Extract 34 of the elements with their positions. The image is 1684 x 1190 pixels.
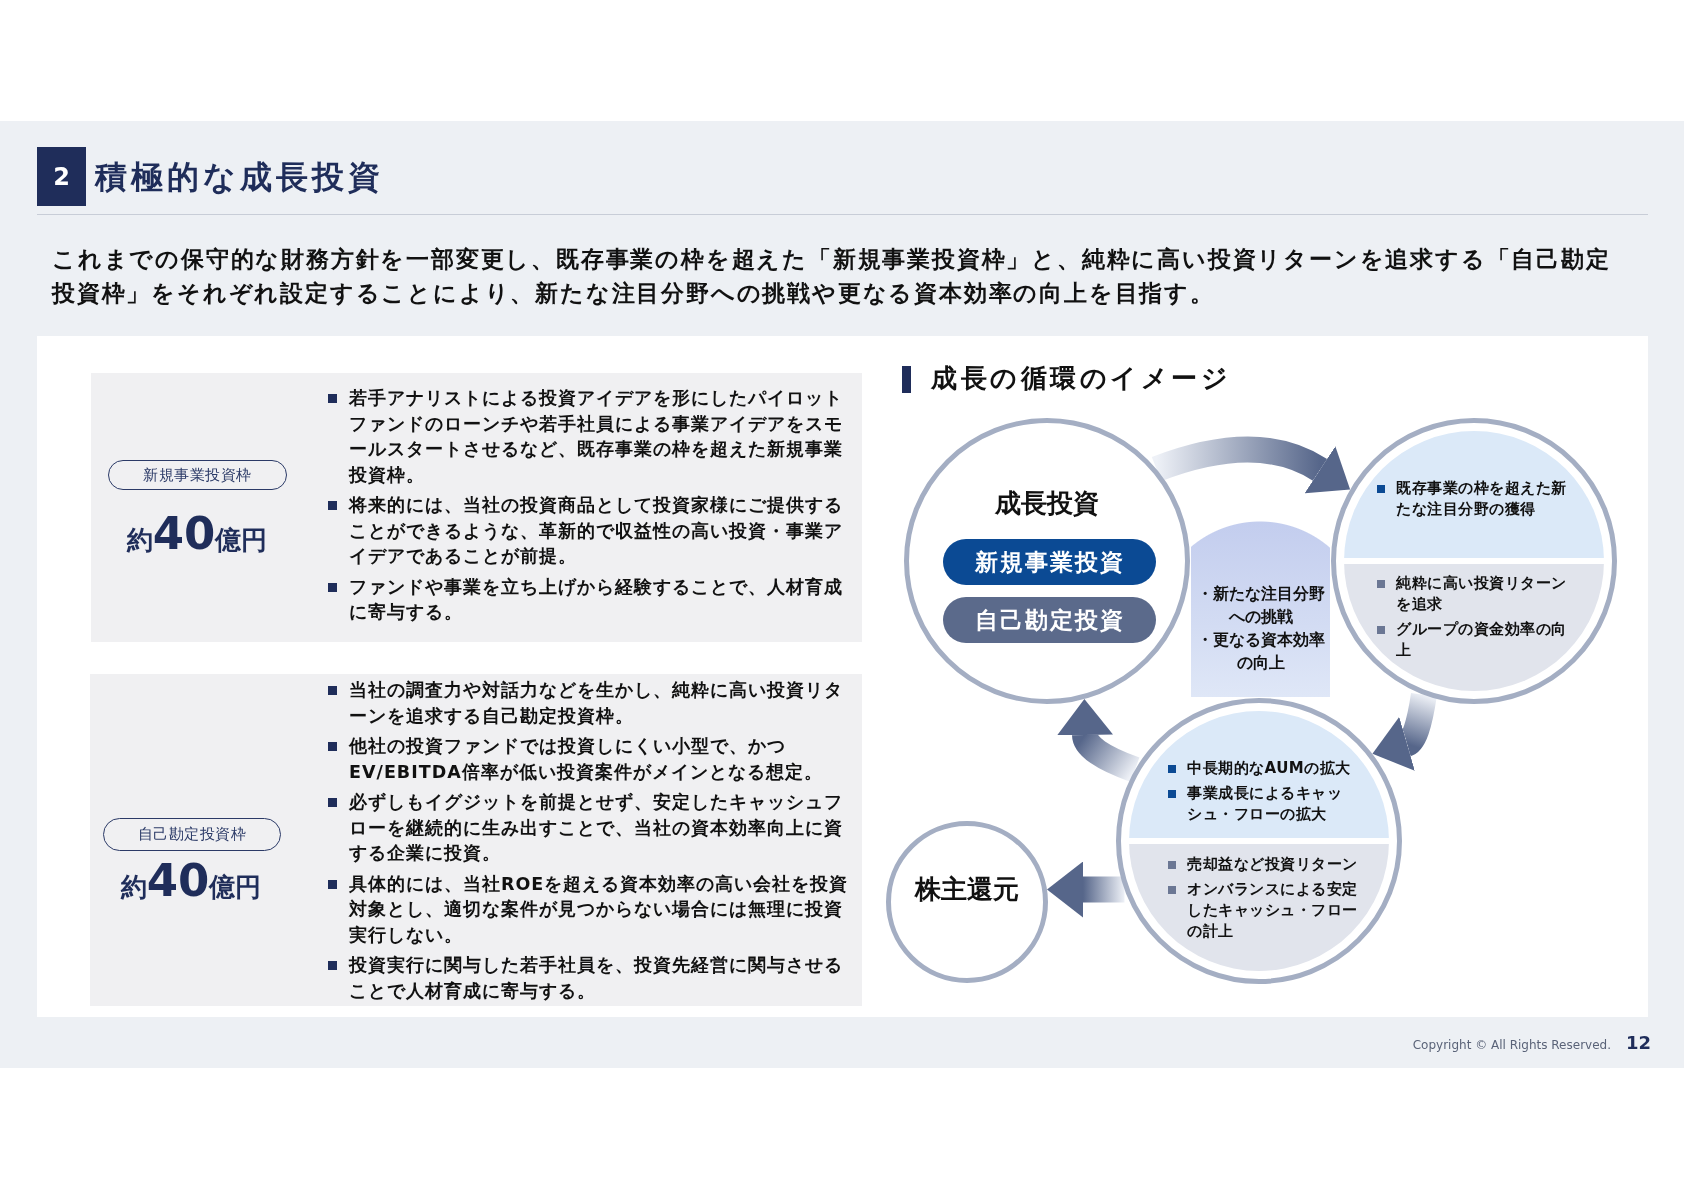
curved-arrow <box>1152 436 1352 494</box>
center-note: ・更なる資本効率の向上 <box>1195 630 1326 674</box>
investment-tag: 自己勘定投資 <box>943 597 1156 643</box>
center-note: ・新たな注目分野への挑戦 <box>1195 584 1326 628</box>
intro-paragraph: これまでの保守的な財務方針を一部変更し、既存事業の枠を超えた「新規事業投資枠」と、純粋に高い投資リターンを追求する「自己勘定投資枠」をそれぞれ設定することにより、新たな注目分野への挑戦や更なる資本効率の向上を目指す。 <box>52 245 1612 308</box>
bullet-text: 将来的には、当社の投資商品として投資家様にご提供することができるような、革新的で収益性の高い投資・事業アイデアであることが前提。 <box>349 494 844 568</box>
bullet-text: オンバランスによる安定したキャッシュ・フローの計上 <box>1187 879 1359 942</box>
bullet-text: 中長期的なAUMの拡大 <box>1187 758 1352 779</box>
amount-text: 約40億円 <box>120 858 262 909</box>
slide-title: 積極的な成長投資 <box>95 157 384 197</box>
bullet-text: 純粋に高い投資リターンを追求 <box>1396 573 1568 615</box>
bullet-text: 必ずしもイグジットを前提とせず、安定したキャッシュフローを継続的に生み出すことで、当社の資本効率向上に資する企業に投資。 <box>349 791 844 865</box>
bullet-text: 既存事業の枠を超えた新たな注目分野の獲得 <box>1396 478 1568 520</box>
arrow <box>1047 861 1125 918</box>
bullet-text: グループの資金効率の向上 <box>1396 619 1568 661</box>
bullet-text: 事業成長によるキャッシュ・フローの拡大 <box>1187 783 1343 825</box>
circle-title: 株主還元 <box>915 873 1019 905</box>
section-heading: 成長の循環のイメージ <box>931 362 1231 394</box>
amount-text: 約40億円 <box>126 511 268 562</box>
bullet-text: ファンドや事業を立ち上げから経験することで、人材育成に寄与する。 <box>349 575 844 624</box>
investment-tag: 新規事業投資 <box>943 539 1156 585</box>
bullet-text: 当社の調査力や対話力などを生かし、純粋に高い投資リターンを追求する自己勘定投資枠。 <box>349 679 844 728</box>
section-number: 2 <box>37 147 86 206</box>
page-number: 12 <box>1626 1032 1652 1054</box>
curved-arrow <box>1374 692 1437 770</box>
bullet-text: 他社の投資ファンドでは投資しにくい小型で、かつEV/EBITDA倍率が低い投資案件がメインとなる想定。 <box>349 735 824 784</box>
bullet-text: 具体的には、当社ROEを超える資本効率の高い会社を投資対象とし、適切な案件が見つからない場合には無理に投資実行しない。 <box>349 872 850 947</box>
bullet-text: 売却益など投資リターン <box>1187 854 1359 875</box>
info-panel <box>91 373 862 642</box>
copyright-text: Copyright © All Rights Reserved. <box>1412 1037 1611 1053</box>
info-panel <box>90 674 862 1006</box>
circle-title: 成長投資 <box>995 487 1099 519</box>
bullet-text: 投資実行に関与した若手社員を、投資先経営に関与させることで人材育成に寄与する。 <box>349 954 844 1003</box>
bullet-text: 若手アナリストによる投資アイデアを形にしたパイロットファンドのローンチや若手社員による事業アイデアをスモールスタートさせるなど、既存事業の枠を超えた新規事業投資枠。 <box>349 387 844 487</box>
